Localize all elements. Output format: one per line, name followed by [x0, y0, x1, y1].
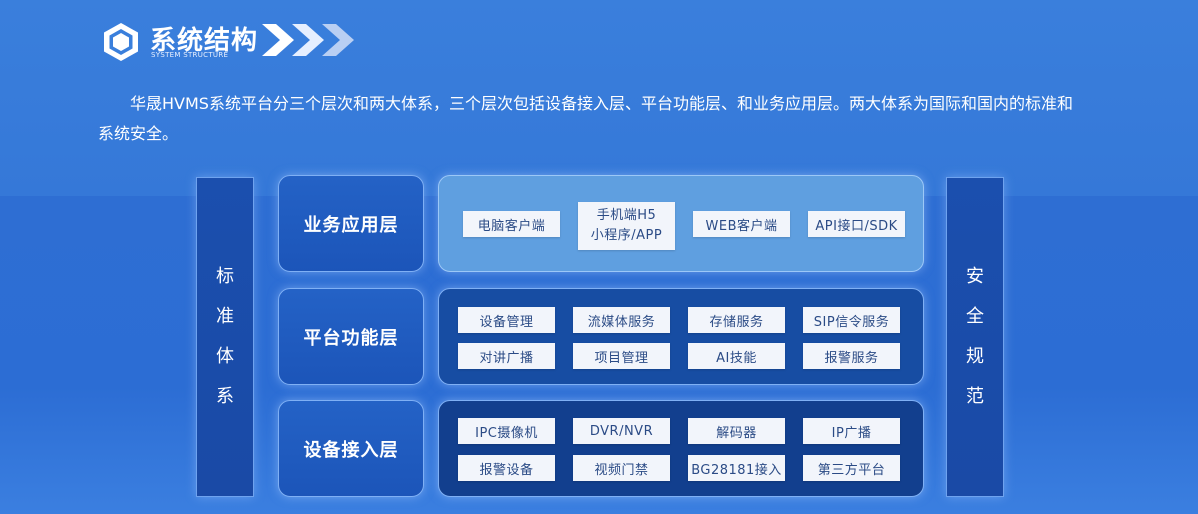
- component-box: IPC摄像机: [458, 418, 555, 444]
- layer-label-platform: 平台功能层: [278, 288, 424, 385]
- security-pillar: 安 全 规 范: [946, 177, 1004, 497]
- platform-layer-panel: 设备管理 流媒体服务 存储服务 SIP信令服务 对讲广播 项目管理 AI技能 报…: [438, 288, 924, 385]
- pillar-char: 规: [966, 346, 984, 367]
- component-box: DVR/NVR: [573, 418, 670, 444]
- component-box: WEB客户端: [693, 211, 790, 237]
- component-box: 对讲广播: [458, 343, 555, 369]
- component-box: API接口/SDK: [808, 211, 905, 237]
- app-layer-panel: 电脑客户端 手机端H5 小程序/APP WEB客户端 API接口/SDK: [438, 175, 924, 272]
- component-box: 设备管理: [458, 307, 555, 333]
- standards-pillar: 标 准 体 系: [196, 177, 254, 497]
- page-title: 系统结构: [150, 26, 259, 56]
- component-box: 存储服务: [688, 307, 785, 333]
- component-box: 报警服务: [803, 343, 900, 369]
- component-box: SIP信令服务: [803, 307, 900, 333]
- component-box: 手机端H5 小程序/APP: [578, 202, 675, 250]
- intro-text: 华晟HVMS系统平台分三个层次和两大体系，三个层次包括设备接入层、平台功能层、和…: [98, 94, 1073, 143]
- component-box: 第三方平台: [803, 455, 900, 481]
- component-box: BG28181接入: [688, 455, 785, 481]
- pillar-char: 安: [966, 266, 984, 287]
- component-box: 流媒体服务: [573, 307, 670, 333]
- pillar-char: 全: [966, 306, 984, 327]
- pillar-char: 体: [216, 346, 234, 367]
- component-box: 项目管理: [573, 343, 670, 369]
- pillar-char: 标: [216, 266, 234, 287]
- component-box: IP广播: [803, 418, 900, 444]
- component-box: 视频门禁: [573, 455, 670, 481]
- pillar-char: 范: [966, 386, 984, 407]
- component-box: 解码器: [688, 418, 785, 444]
- component-box: AI技能: [688, 343, 785, 369]
- header-background: [0, 0, 1198, 196]
- component-box: 报警设备: [458, 455, 555, 481]
- page-subtitle: SYSTEM STRUCTURE: [151, 51, 229, 59]
- component-line: 手机端H5: [596, 208, 657, 223]
- pillar-char: 系: [216, 386, 234, 407]
- hexagon-icon: [104, 23, 138, 61]
- access-layer-panel: IPC摄像机 DVR/NVR 解码器 IP广播 报警设备 视频门禁 BG2818…: [438, 400, 924, 497]
- layer-label-app: 业务应用层: [278, 175, 424, 272]
- component-box: 电脑客户端: [463, 211, 560, 237]
- triple-chevron-icon: [262, 24, 354, 56]
- layer-label-access: 设备接入层: [278, 400, 424, 497]
- component-line: 小程序/APP: [590, 228, 663, 243]
- pillar-char: 准: [216, 306, 234, 327]
